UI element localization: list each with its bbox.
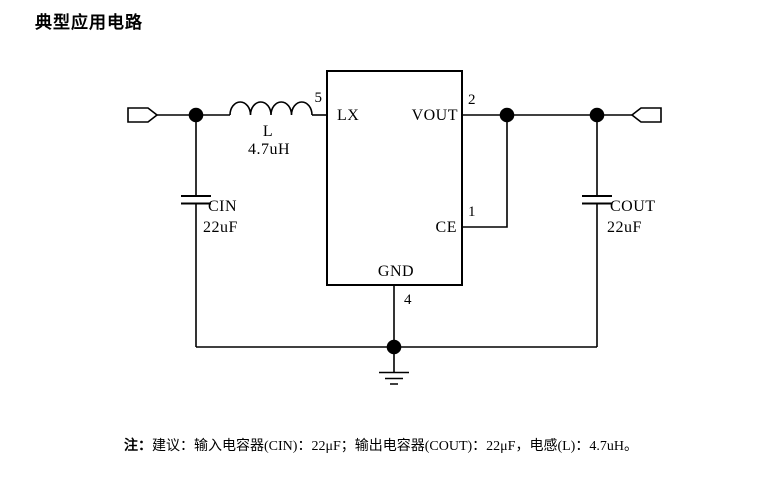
ic-pin-label-gnd: GND (377, 263, 415, 280)
wire-ce (462, 115, 508, 228)
junction-dot-output (589, 107, 605, 123)
note: 注：建议：输入电容器(CIN)：22μF；输出电容器(COUT)：22μF，电感… (0, 438, 762, 456)
note-prefix: 注： (124, 439, 153, 454)
junction-dot-ce (499, 107, 515, 123)
cin-value-label: 22uF (203, 219, 238, 236)
cout-value-label: 22uF (607, 219, 642, 236)
pin-number-1: 1 (468, 204, 476, 220)
ic-pin-label-vout: VOUT (411, 107, 458, 124)
input-terminal-icon (127, 107, 159, 123)
page-title: 典型应用电路 (35, 13, 143, 32)
pin-number-5: 5 (314, 90, 323, 106)
inductor-icon (229, 101, 313, 116)
ic-pin-label-ce: CE (435, 219, 457, 236)
cin-capacitor-icon (181, 195, 211, 205)
cin-name-label: CIN (208, 198, 238, 215)
pin-number-4: 4 (404, 292, 412, 308)
note-body: 建议：输入电容器(CIN)：22μF；输出电容器(COUT)：22μF，电感(L… (152, 439, 638, 454)
ic-body (326, 70, 463, 286)
ground-symbol-icon (379, 347, 409, 385)
cout-name-label: COUT (610, 198, 656, 215)
inductor-name-label: L (262, 123, 274, 140)
cout-capacitor-icon (582, 195, 612, 205)
pin-number-2: 2 (468, 92, 476, 108)
ic-pin-label-lx: LX (337, 107, 360, 124)
junction-dot-ground (386, 339, 402, 355)
output-terminal-icon (630, 107, 662, 123)
junction-dot-input (188, 107, 204, 123)
inductor-value-label: 4.7uH (247, 141, 291, 158)
